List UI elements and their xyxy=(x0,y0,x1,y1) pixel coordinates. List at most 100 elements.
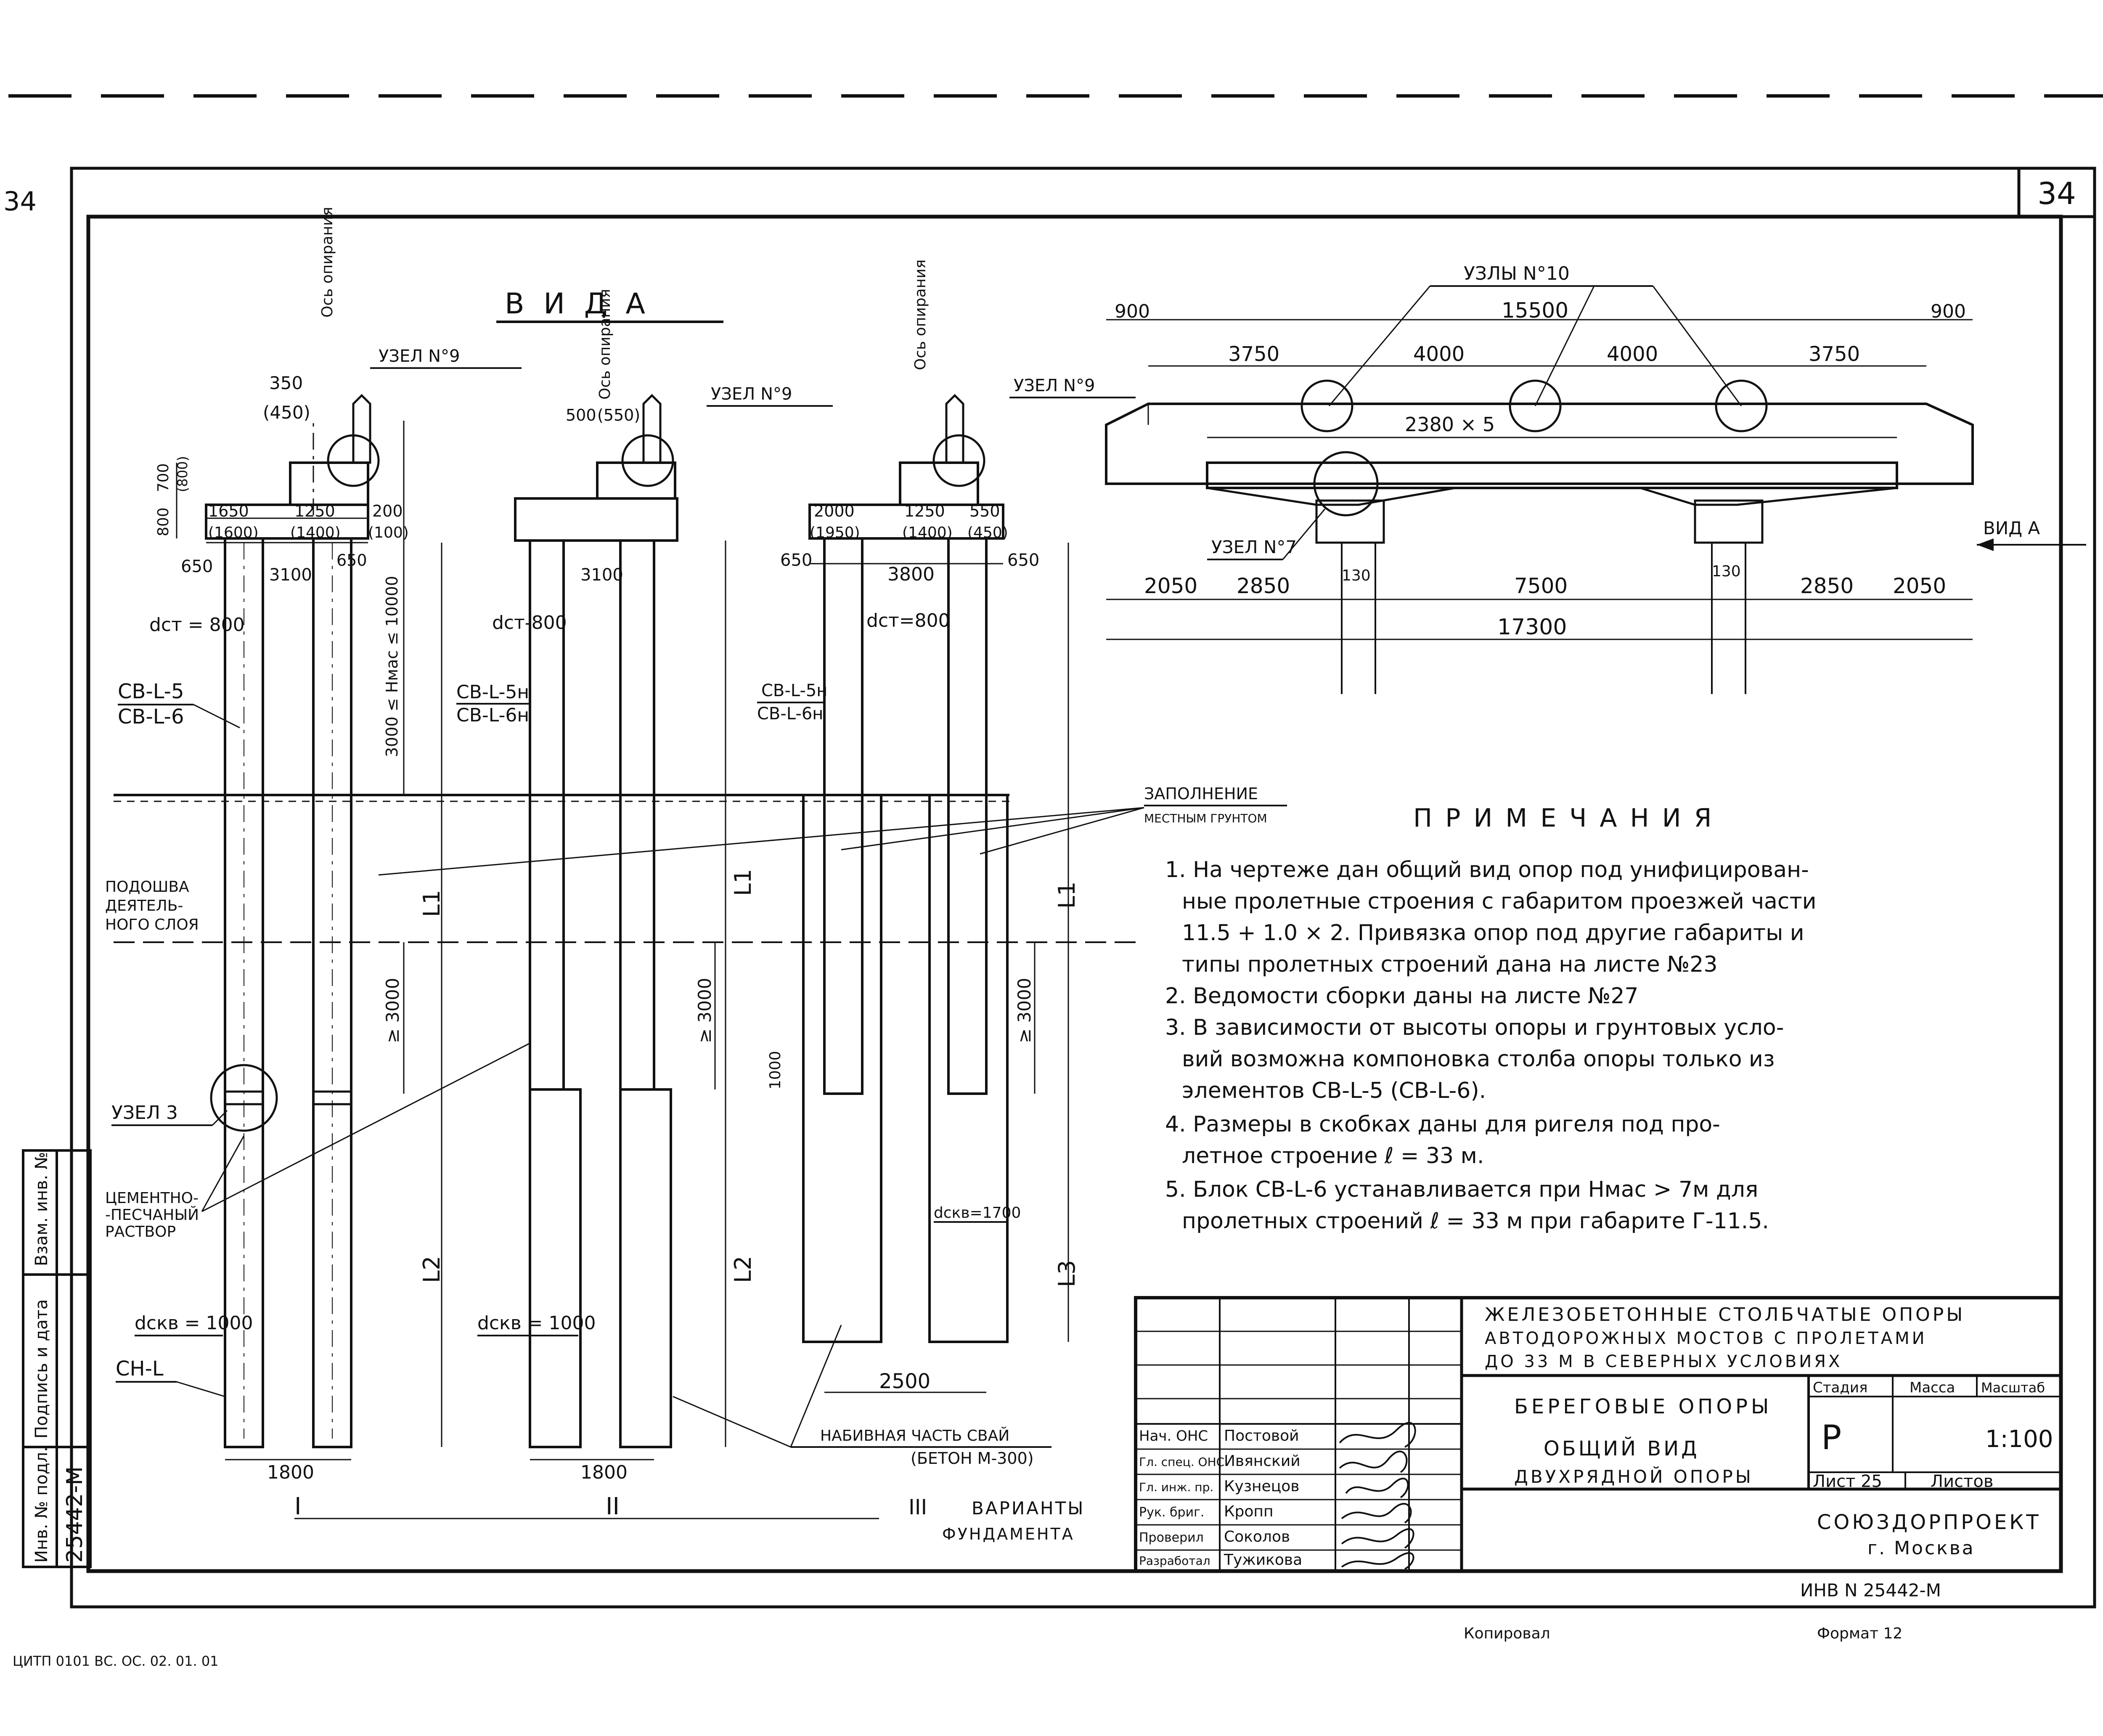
fill-label-1: ЗАПОЛНЕНИЕ xyxy=(1144,785,1258,803)
note-line-2: ные пролетные строения с габаритом проез… xyxy=(1182,889,1817,914)
ge3000-1: ≥ 3000 xyxy=(382,978,403,1043)
d-skv-1: dскв = 1000 xyxy=(135,1312,253,1334)
dim-450p: (450) xyxy=(263,402,310,423)
d-skv-2: dскв = 1000 xyxy=(477,1312,596,1334)
cb5n-label-2: СВ-L-5н xyxy=(761,681,827,700)
copied-label: Копировал xyxy=(1464,1625,1550,1642)
dim-2500: 2500 xyxy=(879,1370,930,1393)
dim-450p-2: (450) xyxy=(967,524,1008,541)
note-line-11: 5. Блок СВ-L-6 устанавливается при Нмас … xyxy=(1165,1177,1758,1202)
vid-a-arrow-label: ВИД А xyxy=(1983,518,2040,538)
note-line-6: 3. В зависимости от высоты опоры и грунт… xyxy=(1165,1015,1784,1040)
cement-label-1: ЦЕМЕНТНО- xyxy=(105,1190,199,1207)
l3-label: L3 xyxy=(1054,1260,1080,1287)
roman-3: III xyxy=(908,1495,927,1519)
note-line-4: типы пролетных строений дана на листе №2… xyxy=(1182,952,1717,977)
notes-title: П Р И М Е Ч А Н И Я xyxy=(1413,803,1714,833)
dim-1400p-b: (1400) xyxy=(902,524,953,541)
plan-dim-3750-l: 3750 xyxy=(1228,342,1279,366)
dim-1600p: (1600) xyxy=(208,524,259,541)
d-st-2: dст-800 xyxy=(492,612,567,633)
dim-650-r: 650 xyxy=(336,551,367,570)
plan-dim-130-a: 130 xyxy=(1342,567,1371,584)
sheets-label: Листов xyxy=(1931,1472,1993,1491)
plan-dim-2050-l: 2050 xyxy=(1144,574,1197,598)
dim-2000: 2000 xyxy=(814,502,855,520)
inv-label: Инв. № подл. xyxy=(32,1447,51,1563)
dim-550p: (550) xyxy=(597,406,640,424)
dim-3800: 3800 xyxy=(887,564,935,585)
stage-label: Стадия xyxy=(1813,1379,1867,1396)
axis-label-3: Ось опирания xyxy=(912,260,929,370)
dim-1250: 1250 xyxy=(294,502,335,520)
role-2: Гл. спец. ОНС xyxy=(1139,1455,1224,1469)
sheet-title-1: БЕРЕГОВЫЕ ОПОРЫ xyxy=(1514,1395,1772,1418)
name-2: Ивянский xyxy=(1224,1452,1300,1470)
name-1: Постовой xyxy=(1224,1427,1299,1444)
project-title-3: ДО 33 М В СЕВЕРНЫХ УСЛОВИЯХ xyxy=(1485,1352,1842,1371)
foundation-variant-1 xyxy=(205,394,380,1448)
fill-label-2: МЕСТНЫМ ГРУНТОМ xyxy=(1144,811,1267,825)
name-5: Соколов xyxy=(1224,1528,1290,1545)
cb6-label: СВ-L-6 xyxy=(118,705,184,729)
view-a-dimensions xyxy=(176,421,1069,1519)
view-a-title: В И Д А xyxy=(505,287,650,321)
inv-number: ИНВ N 25442-М xyxy=(1800,1580,1941,1601)
note-line-8: элементов СВ-L-5 (СВ-L-6). xyxy=(1182,1078,1486,1103)
sheet-label: Лист 25 xyxy=(1813,1472,1882,1491)
notes-block: П Р И М Е Ч А Н И Я 1. На чертеже дан об… xyxy=(1165,803,1817,1234)
bored-label-1: НАБИВНАЯ ЧАСТЬ СВАЙ xyxy=(820,1427,1009,1444)
cb5n-label-1: СВ-L-5н xyxy=(456,681,529,703)
l2-label-2: L2 xyxy=(730,1256,756,1283)
name-4: Кропп xyxy=(1224,1503,1274,1520)
plan-dim-900-l: 900 xyxy=(1115,301,1150,322)
sheet-title-3: ДВУХРЯДНОЙ ОПОРЫ xyxy=(1514,1466,1753,1487)
sign-label: Подпись и дата xyxy=(32,1299,51,1439)
role-5: Проверил xyxy=(1139,1530,1204,1545)
dim-800: 800 xyxy=(155,507,172,536)
l1-label-3: L1 xyxy=(1054,882,1080,909)
bored-label-2: (БЕТОН М-300) xyxy=(911,1449,1034,1468)
plan-dim-130-b: 130 xyxy=(1712,563,1741,580)
page-number-box xyxy=(2017,167,2096,218)
name-6: Тужикова xyxy=(1224,1551,1302,1569)
d-skv-3: dскв=1700 xyxy=(934,1204,1021,1222)
plan-dim-3750-r: 3750 xyxy=(1809,342,1860,366)
plan-dim-2050-r: 2050 xyxy=(1893,574,1946,598)
org-name: СОЮЗДОРПРОЕКТ xyxy=(1817,1511,2041,1534)
dim-650-3l: 650 xyxy=(780,551,812,570)
ch-label: СН-L xyxy=(116,1357,164,1381)
note-line-3: 11.5 + 1.0 × 2. Привязка опор под другие… xyxy=(1182,920,1804,946)
l2-label-1: L2 xyxy=(418,1256,445,1283)
uzel9-label-3: УЗЕЛ N°9 xyxy=(1014,376,1095,395)
plan-dim-2380: 2380 × 5 xyxy=(1405,413,1495,436)
project-title-2: АВТОДОРОЖНЫХ МОСТОВ С ПРОЛЕТАМИ xyxy=(1485,1329,1927,1348)
plan-dim-7500: 7500 xyxy=(1514,574,1568,598)
plan-dim-4000-b: 4000 xyxy=(1607,342,1658,366)
title-block xyxy=(1134,1296,2063,1573)
axis-label-1: Ось опирания xyxy=(319,207,336,318)
plan-dim-2850-r: 2850 xyxy=(1800,574,1854,598)
plan-dim-15500: 15500 xyxy=(1502,298,1568,323)
vzam-label: Взам. инв. № xyxy=(32,1152,51,1266)
roman-2: II xyxy=(606,1493,620,1520)
note-line-1: 1. На чертеже дан общий вид опор под уни… xyxy=(1165,857,1809,883)
uzly10-label: УЗЛЫ N°10 xyxy=(1464,263,1570,284)
dim-1250-b: 1250 xyxy=(904,502,945,520)
uzel9-label-1: УЗЕЛ N°9 xyxy=(379,347,460,366)
dim-650-3r: 650 xyxy=(1007,551,1039,570)
side-info-block: Инв. № подл. 25442-М Подпись и дата Взам… xyxy=(22,1149,92,1568)
plan-dim-17300: 17300 xyxy=(1497,615,1567,640)
uzel3-label: УЗЕЛ 3 xyxy=(111,1102,178,1124)
note-line-7: вий возможна компоновка столба опоры тол… xyxy=(1182,1047,1775,1072)
name-3: Кузнецов xyxy=(1224,1478,1299,1495)
role-1: Нач. ОНС xyxy=(1139,1428,1208,1444)
sole-label-1: ПОДОШВА xyxy=(105,878,189,896)
inv-value: 25442-М xyxy=(62,1466,87,1563)
project-title-1: ЖЕЛЕЗОБЕТОННЫЕ СТОЛБЧАТЫЕ ОПОРЫ xyxy=(1485,1304,1965,1325)
dim-1650: 1650 xyxy=(208,502,249,520)
dim-350: 350 xyxy=(269,373,303,393)
mass-label: Масса xyxy=(1910,1379,1955,1396)
ge3000-3: ≥ 3000 xyxy=(1014,978,1035,1043)
